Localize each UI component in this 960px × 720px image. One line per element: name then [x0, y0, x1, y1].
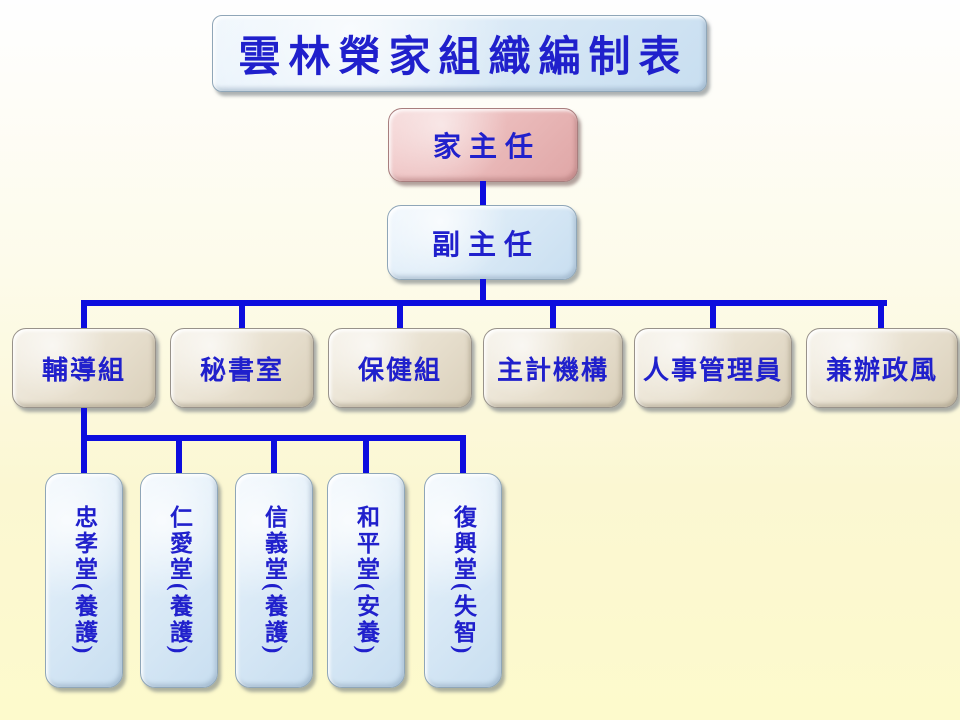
- connector-director-deputy: [480, 181, 486, 206]
- node-hall-fuxing: 復興堂(失智): [424, 473, 502, 688]
- node-dept-personnel-label: 人事管理員: [642, 355, 783, 385]
- connector-dept-stub-6: [878, 300, 884, 328]
- node-hall-zhongxiao: 忠孝堂(養護): [45, 473, 123, 688]
- node-director-label: 家主任: [432, 132, 541, 163]
- connector-hall-stub-4: [363, 435, 369, 473]
- node-dept-secretariat: 秘書室: [170, 328, 314, 408]
- node-deputy-label: 副主任: [431, 229, 540, 261]
- node-hall-xinyi-label: 信義堂(養護): [261, 504, 287, 657]
- connector-dept-stub-5: [710, 300, 716, 328]
- node-dept-ethics-label: 兼辦政風: [825, 355, 938, 385]
- chart-title-box: 雲林榮家組織編制表: [212, 15, 707, 92]
- node-dept-health-label: 保健組: [357, 355, 442, 385]
- node-dept-accounting: 主計機構: [483, 328, 623, 408]
- connector-departments-rail: [81, 300, 887, 306]
- node-director: 家主任: [388, 108, 578, 182]
- node-deputy: 副主任: [387, 205, 577, 280]
- node-hall-renai-label: 仁愛堂(養護): [166, 504, 192, 657]
- node-dept-personnel: 人事管理員: [634, 328, 792, 408]
- connector-dept-stub-2: [239, 300, 245, 328]
- node-hall-fuxing-label: 復興堂(失智): [450, 504, 476, 657]
- node-hall-zhongxiao-label: 忠孝堂(養護): [71, 504, 97, 657]
- node-dept-counseling-label: 輔導組: [41, 355, 126, 385]
- node-dept-health: 保健組: [328, 328, 472, 408]
- connector-hall-stub-1: [81, 435, 87, 473]
- connector-dept-stub-1: [81, 300, 87, 328]
- connector-deputy-stub: [480, 279, 486, 302]
- node-dept-counseling: 輔導組: [12, 328, 156, 408]
- connector-hall-stub-3: [271, 435, 277, 473]
- connector-dept-stub-4: [550, 300, 556, 328]
- node-dept-secretariat-label: 秘書室: [199, 355, 284, 385]
- node-dept-ethics: 兼辦政風: [806, 328, 958, 408]
- node-hall-heping: 和平堂(安養): [327, 473, 405, 688]
- node-hall-xinyi: 信義堂(養護): [235, 473, 313, 688]
- connector-counseling-stub: [81, 408, 87, 438]
- node-hall-renai: 仁愛堂(養護): [140, 473, 218, 688]
- connector-hall-stub-5: [460, 435, 466, 473]
- node-hall-heping-label: 和平堂(安養): [353, 504, 379, 657]
- connector-dept-stub-3: [397, 300, 403, 328]
- node-dept-accounting-label: 主計機構: [496, 355, 609, 385]
- chart-title: 雲林榮家組織編制表: [238, 35, 689, 81]
- connector-hall-stub-2: [176, 435, 182, 473]
